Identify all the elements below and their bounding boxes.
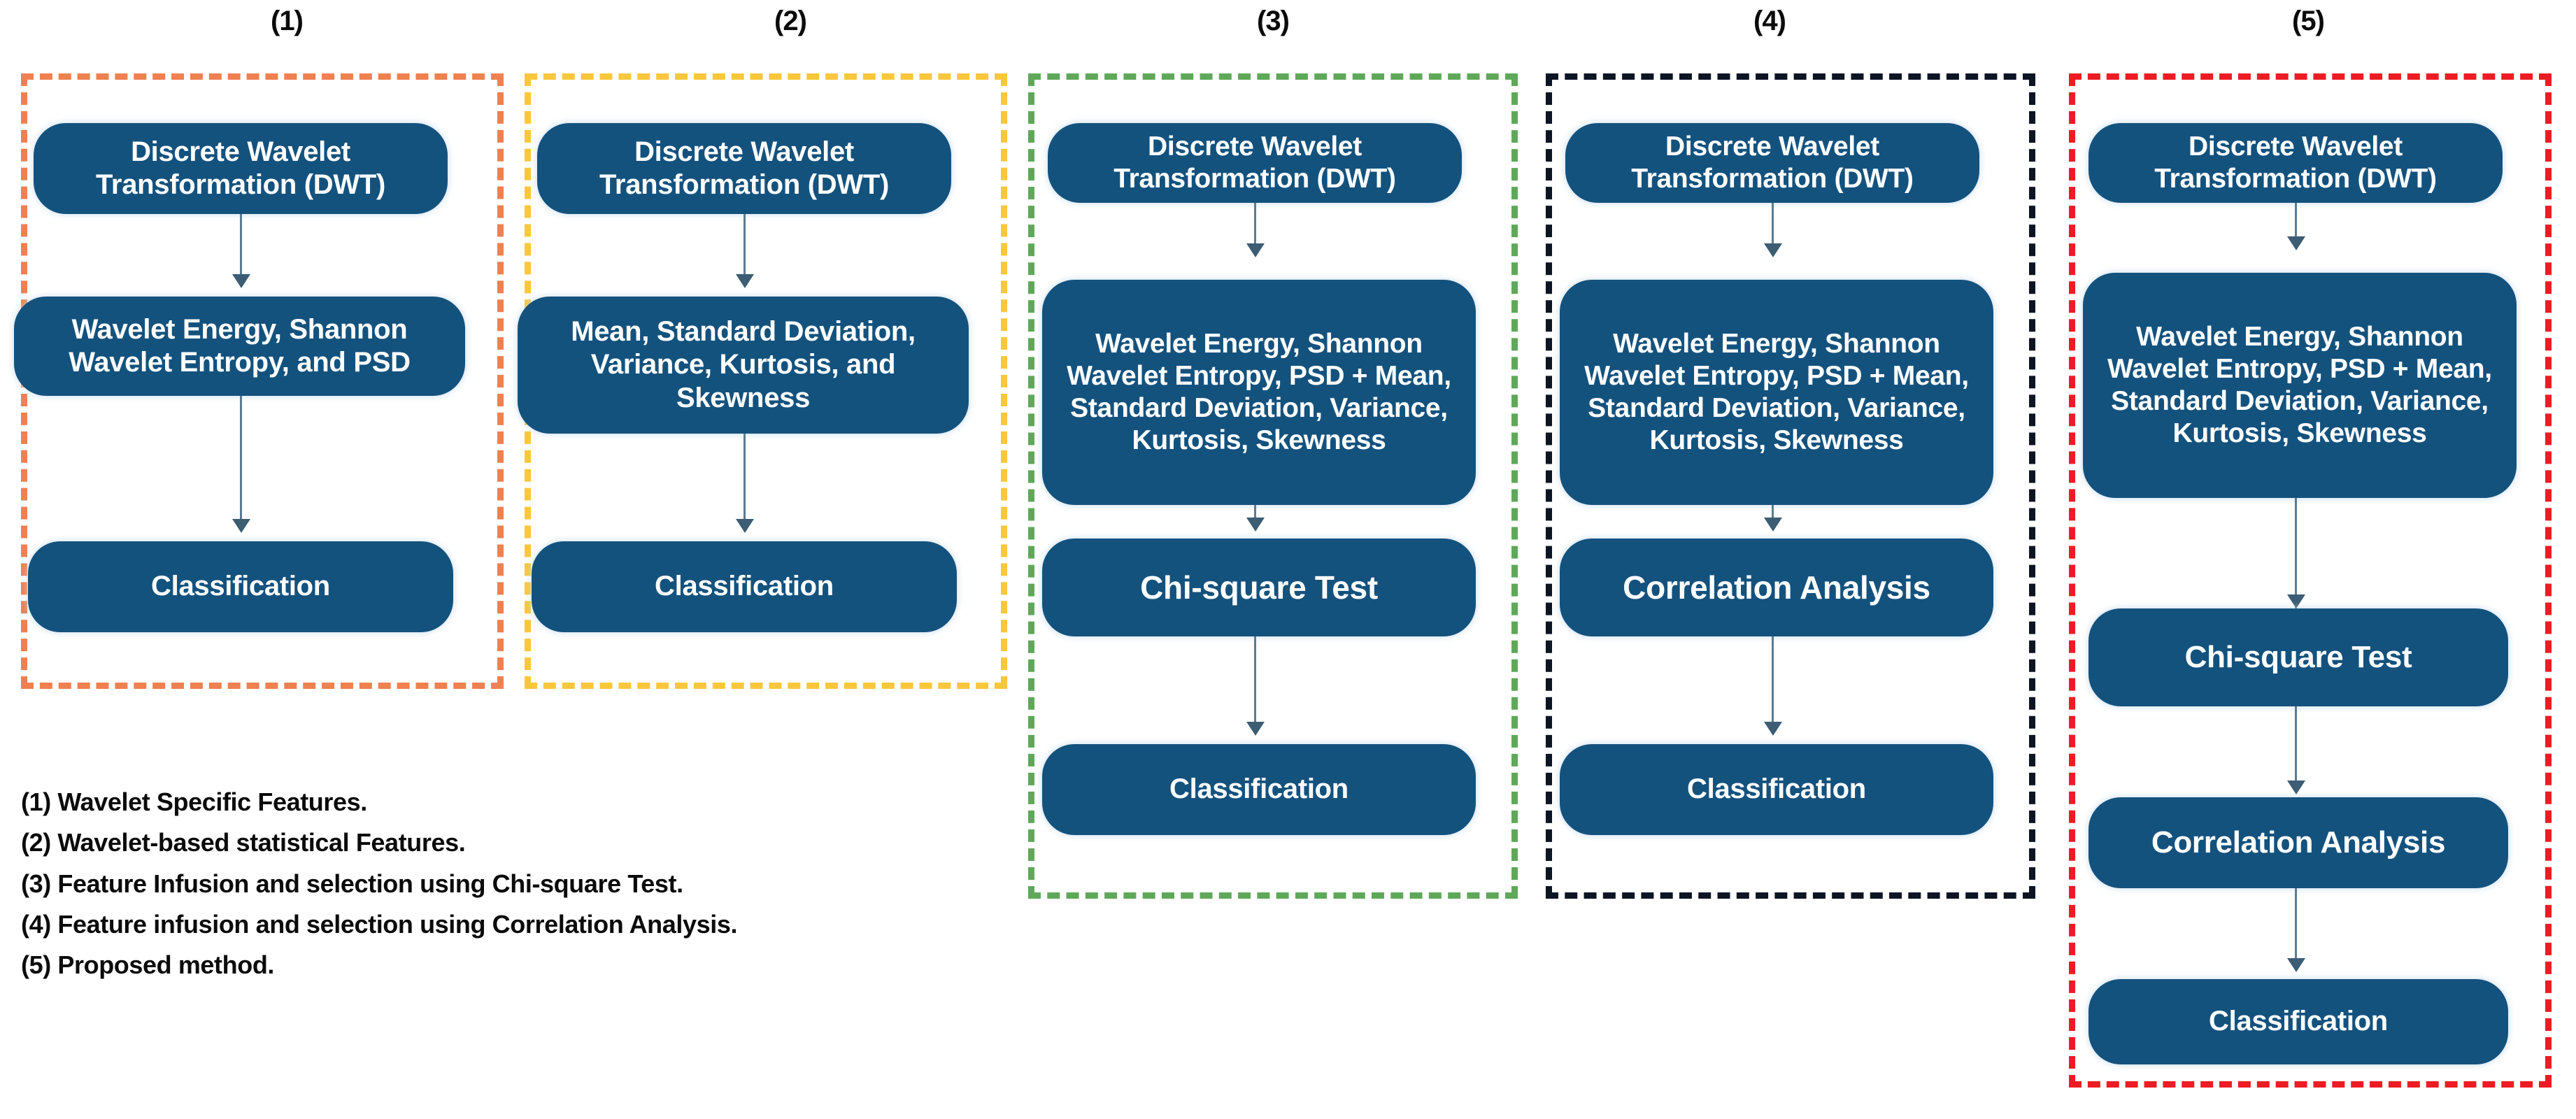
- node-2-2: Mean, Standard Deviation, Variance, Kurt…: [518, 297, 969, 434]
- legend-item-5: (5) Proposed method.: [21, 950, 275, 980]
- node-label: Discrete Wavelet Transformation (DWT): [96, 136, 385, 200]
- node-label: Chi-square Test: [1140, 569, 1378, 606]
- connector-5-3: [2295, 706, 2297, 783]
- arrowhead-5-1: [2287, 236, 2305, 250]
- arrowhead-3-3: [1246, 722, 1265, 736]
- node-3-2: Wavelet Energy, Shannon Wavelet Entropy,…: [1042, 280, 1476, 505]
- node-label: Wavelet Energy, Shannon Wavelet Entropy,…: [1067, 328, 1451, 456]
- node-5-5: Classification: [2088, 979, 2508, 1064]
- arrowhead-1-1: [232, 274, 250, 288]
- legend-item-1: (1) Wavelet Specific Features.: [21, 787, 367, 816]
- node-label: Classification: [151, 571, 330, 602]
- node-4-3: Correlation Analysis: [1560, 539, 1993, 636]
- node-label: Discrete Wavelet Transformation (DWT): [1113, 131, 1396, 194]
- arrowhead-2-1: [736, 274, 754, 288]
- node-label: Discrete Wavelet Transformation (DWT): [599, 136, 889, 200]
- arrowhead-1-2: [232, 519, 250, 533]
- column-label-4: (4): [1753, 6, 1786, 36]
- connector-3-1: [1254, 203, 1256, 246]
- node-label: Discrete Wavelet Transformation (DWT): [1631, 131, 1914, 194]
- node-label: Wavelet Energy, Shannon Wavelet Entropy,…: [69, 313, 411, 378]
- connector-3-2: [1254, 505, 1256, 520]
- node-2-3: Classification: [532, 541, 957, 632]
- node-label: Classification: [2209, 1006, 2388, 1037]
- node-5-3: Chi-square Test: [2088, 608, 2508, 706]
- column-label-2: (2): [774, 6, 807, 36]
- legend-item-2: (2) Wavelet-based statistical Features.: [21, 828, 466, 857]
- legend-item-4: (4) Feature infusion and selection using…: [21, 909, 738, 939]
- connector-4-1: [1772, 203, 1774, 246]
- connector-4-3: [1772, 636, 1774, 725]
- connector-2-1: [743, 214, 746, 277]
- node-5-4: Correlation Analysis: [2088, 797, 2508, 888]
- node-5-1: Discrete Wavelet Transformation (DWT): [2088, 123, 2503, 203]
- connector-3-3: [1254, 636, 1256, 725]
- node-4-1: Discrete Wavelet Transformation (DWT): [1565, 123, 1979, 203]
- arrowhead-4-3: [1764, 722, 1782, 736]
- node-label: Correlation Analysis: [2151, 825, 2446, 860]
- node-label: Classification: [1169, 774, 1349, 805]
- node-label: Classification: [655, 571, 834, 602]
- node-label: Discrete Wavelet Transformation (DWT): [2154, 131, 2437, 194]
- node-4-4: Classification: [1560, 744, 1993, 835]
- connector-2-2: [743, 434, 746, 522]
- connector-5-4: [2295, 888, 2297, 961]
- node-label: Chi-square Test: [2184, 640, 2412, 675]
- column-label-5: (5): [2292, 6, 2325, 36]
- node-label: Wavelet Energy, Shannon Wavelet Entropy,…: [1584, 328, 1969, 456]
- node-1-2: Wavelet Energy, Shannon Wavelet Entropy,…: [14, 297, 465, 396]
- connector-4-2: [1772, 505, 1774, 520]
- arrowhead-4-1: [1764, 243, 1782, 257]
- arrowhead-3-2: [1246, 518, 1265, 532]
- connector-5-2: [2295, 498, 2297, 683]
- arrowhead-5-2: [2287, 594, 2305, 608]
- node-1-1: Discrete Wavelet Transformation (DWT): [34, 123, 448, 214]
- connector-1-1: [240, 214, 242, 277]
- arrowhead-2-2: [736, 519, 754, 533]
- arrowhead-5-4: [2287, 958, 2305, 972]
- column-label-1: (1): [271, 6, 304, 36]
- legend-item-3: (3) Feature Infusion and selection using…: [21, 869, 683, 898]
- node-3-3: Chi-square Test: [1042, 539, 1476, 636]
- connector-5-1: [2295, 203, 2297, 239]
- node-4-2: Wavelet Energy, Shannon Wavelet Entropy,…: [1560, 280, 1993, 505]
- legend: (1) Wavelet Specific Features. (2) Wavel…: [21, 782, 737, 986]
- connector-1-2: [240, 396, 242, 522]
- arrowhead-4-2: [1764, 518, 1782, 532]
- group-frame-5: [2069, 73, 2552, 1088]
- node-label: Wavelet Energy, Shannon Wavelet Entropy,…: [2107, 321, 2492, 449]
- node-3-4: Classification: [1042, 744, 1476, 835]
- column-label-3: (3): [1257, 6, 1290, 36]
- arrowhead-3-1: [1246, 243, 1265, 257]
- node-3-1: Discrete Wavelet Transformation (DWT): [1048, 123, 1462, 203]
- arrowhead-5-3: [2287, 781, 2305, 794]
- node-2-1: Discrete Wavelet Transformation (DWT): [537, 123, 951, 214]
- node-1-3: Classification: [28, 541, 453, 632]
- node-label: Classification: [1687, 774, 1866, 805]
- node-label: Mean, Standard Deviation, Variance, Kurt…: [571, 316, 916, 413]
- node-label: Correlation Analysis: [1623, 569, 1930, 606]
- node-5-2: Wavelet Energy, Shannon Wavelet Entropy,…: [2083, 273, 2517, 498]
